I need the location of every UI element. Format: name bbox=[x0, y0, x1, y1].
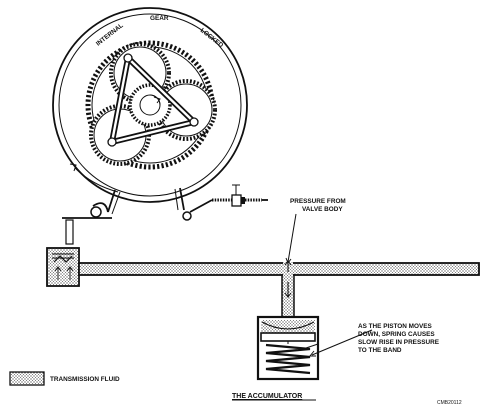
pressure-label-line2: VALVE BODY bbox=[302, 206, 343, 213]
pressure-leader-arrow bbox=[285, 257, 292, 265]
gear-label: GEAR bbox=[150, 15, 169, 22]
pressure-leader-line bbox=[287, 213, 297, 263]
piston-note-line4: TO THE BAND bbox=[358, 347, 402, 354]
figure-title: THE ACCUMULATOR bbox=[232, 393, 302, 400]
piston-leader-line bbox=[311, 329, 373, 356]
pressure-label-line1: PRESSURE FROM bbox=[290, 198, 346, 205]
accumulator-piston bbox=[260, 332, 316, 342]
drum-outer-band bbox=[52, 7, 248, 203]
sun-gear bbox=[128, 83, 172, 127]
internal-label: INTERNAL bbox=[95, 22, 125, 47]
rotation-arrow bbox=[74, 167, 119, 193]
legend-label: TRANSMISSION FLUID bbox=[50, 376, 120, 383]
rotation-arrow-head bbox=[69, 163, 77, 172]
accumulator bbox=[256, 315, 320, 381]
band-lever-left bbox=[62, 189, 121, 245]
planet-carrier-triangle bbox=[107, 53, 199, 147]
figure-id: CMB20112 bbox=[437, 400, 462, 406]
band-servo bbox=[46, 247, 80, 287]
band-anchor-right bbox=[174, 187, 213, 221]
fluid-line-main bbox=[78, 262, 480, 276]
legend-swatch bbox=[9, 371, 45, 386]
accumulator-spring bbox=[265, 343, 311, 375]
piston-note-line3: SLOW RISE IN PRESSURE bbox=[358, 339, 440, 346]
band-adjusting-screw bbox=[212, 184, 268, 207]
piston-leader-arrow bbox=[308, 350, 316, 357]
flow-arrow-down bbox=[284, 282, 292, 298]
piston-note-line2: DOWN, SPRING CAUSES bbox=[358, 331, 435, 338]
piston-note-line1: AS THE PISTON MOVES bbox=[358, 323, 432, 330]
band-drum bbox=[52, 7, 248, 203]
drum-inner-rim bbox=[58, 13, 242, 197]
